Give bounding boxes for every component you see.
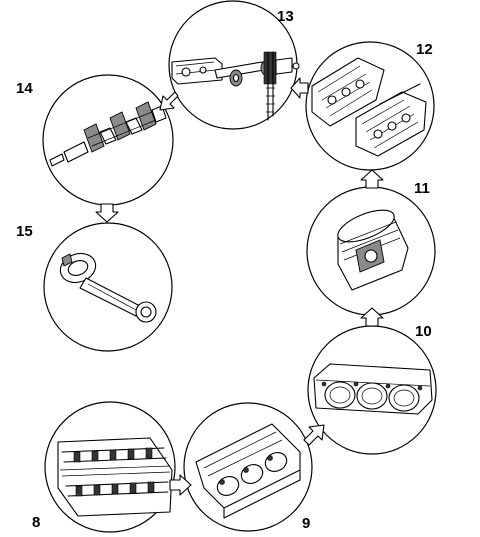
step-9-number: 9 [302, 515, 310, 532]
step-8: 8 [32, 401, 176, 533]
step-13-number: 13 [277, 8, 294, 25]
step-12: 12 [305, 41, 435, 171]
arrow-14-to-15 [95, 203, 119, 223]
arrow-10-to-11 [360, 307, 384, 327]
step-11: 11 [306, 180, 436, 316]
step-14-number: 14 [16, 80, 33, 97]
step-8-number: 8 [32, 514, 40, 531]
engine-block-icon [313, 363, 433, 415]
arrow-11-to-12 [360, 169, 384, 189]
step-11-number: 11 [414, 180, 430, 197]
step-15-number: 15 [16, 223, 33, 240]
connecting-rod-icon [59, 252, 157, 323]
arrow-13-to-14 [159, 91, 179, 111]
arrow-12-to-13 [290, 77, 309, 99]
step-10-number: 10 [415, 323, 432, 340]
arrow-8-to-9 [169, 474, 192, 496]
cylinder-head-icon [195, 423, 301, 519]
crankcase-halves-icon [311, 57, 427, 157]
step-15-circle [43, 222, 173, 352]
step-9: 9 [183, 402, 313, 532]
step-15: 15 [16, 222, 173, 352]
step-13: 13 [168, 0, 300, 130]
piston-icon [337, 209, 409, 291]
step-10: 10 [307, 323, 437, 455]
step-12-number: 12 [416, 41, 433, 58]
arrow-9-to-10 [303, 424, 325, 446]
oil-pump-timing-chain-icon [171, 51, 300, 121]
step-14: 14 [16, 74, 174, 206]
crankshaft-icon [49, 101, 167, 167]
cylinder-head-camshafts-icon [57, 437, 173, 517]
